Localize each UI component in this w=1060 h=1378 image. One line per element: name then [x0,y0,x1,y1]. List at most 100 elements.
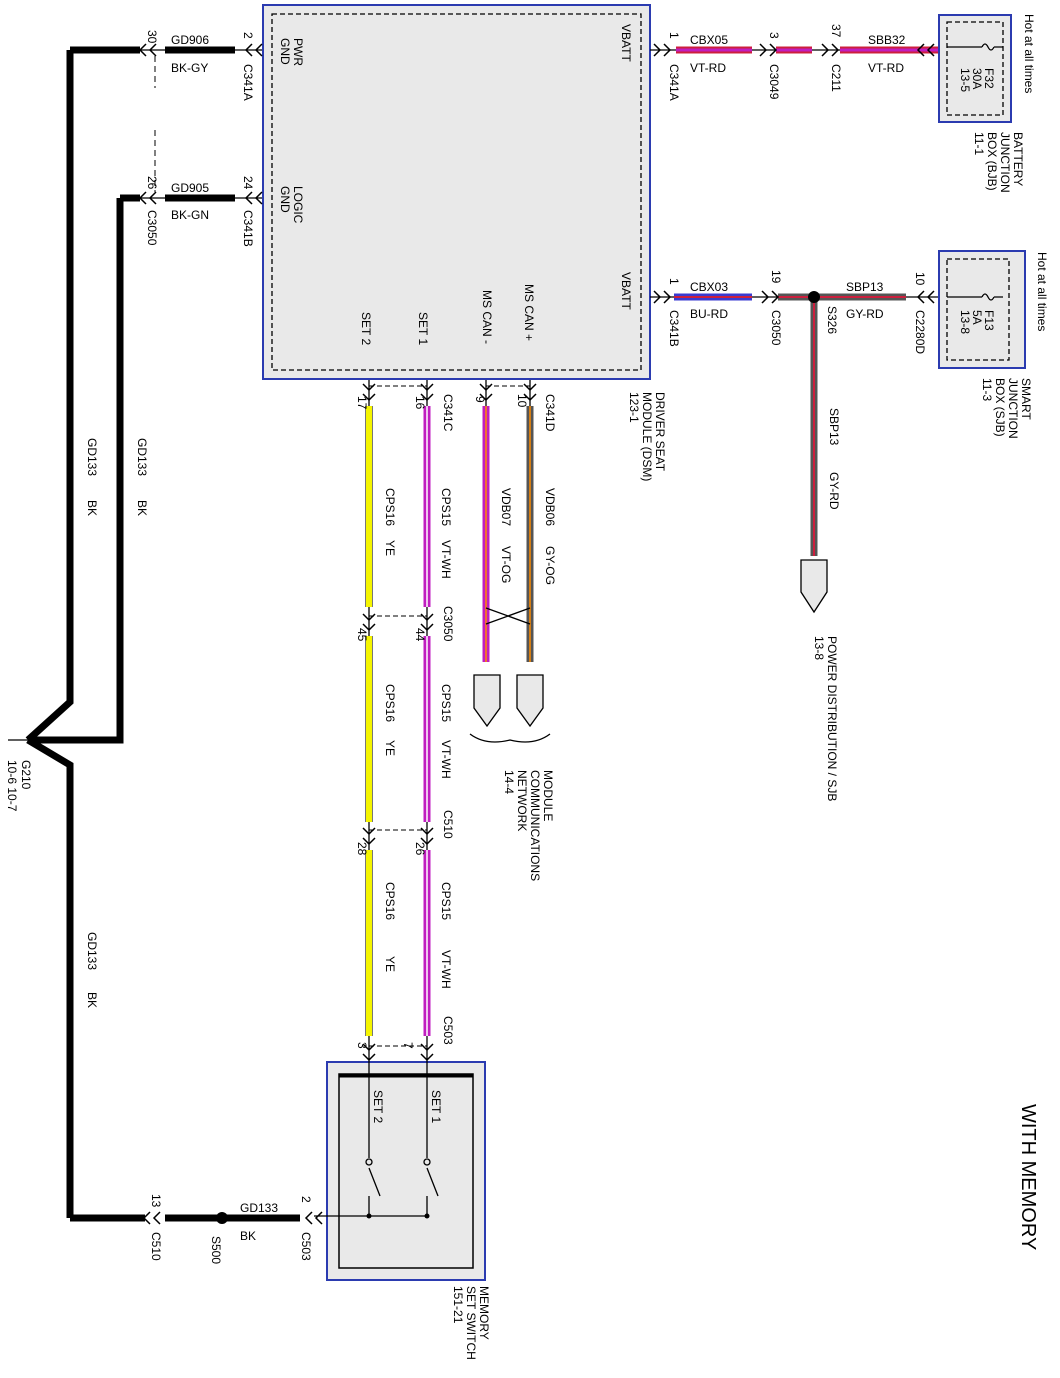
wire-cps16-c: CPS16 [383,882,397,920]
pin-28: 28 [355,842,369,856]
wire-gd133-a: GD133 [85,438,99,476]
sjb-label-2: JUNCTION [1006,378,1020,439]
conn-c341b-right: C341B [667,310,681,347]
wire-sbb32: SBB32 [868,33,906,47]
wire-vdb06: VDB06 [543,488,557,526]
sjb-fuse: F13 [982,310,996,331]
pin-pwr: PWR [291,38,305,66]
signal-wires [365,380,534,1060]
sjb-ref: 13-8 [958,310,972,334]
bjb-label-2: JUNCTION [998,132,1012,193]
pin-26: 26 [145,176,159,190]
pin-1b: 1 [667,278,681,285]
smart-junction-box[interactable] [938,250,1026,369]
wire-sbp13-h: SBP13 [846,280,884,294]
wire-sbp13-v: SBP13 [827,408,841,446]
wire-cps16-b: CPS16 [383,684,397,722]
conn-c211: C211 [829,64,843,92]
bjb-ref: 13-5 [958,68,972,92]
wire-gd133-c-color: BK [85,992,99,1008]
pin-1a: 1 [667,32,681,39]
pin-19: 19 [769,270,783,284]
wire-cps16-c-color: YE [383,956,397,972]
pin-ms-can-plus: MS CAN + [522,284,536,341]
driver-seat-module[interactable] [262,4,651,380]
pin-10-d: 10 [515,394,529,408]
pd-ref-label: POWER DISTRIBUTION / SJB [825,636,839,801]
pin-16: 16 [413,396,427,410]
wire-gd133-c: GD133 [85,932,99,970]
mcn-label-2: COMMUNICATIONS [528,770,542,881]
fuse-f32-icon [947,43,1003,51]
wire-cps16-a: CPS16 [383,488,397,526]
pin-17: 17 [355,396,369,410]
bjb-amps: 30A [970,68,984,89]
conn-s500: S500 [209,1236,223,1264]
pin-set2: SET 2 [359,312,373,345]
battery-junction-box[interactable] [938,14,1012,123]
conn-c341c: C341C [441,394,455,432]
g210-label: G210 [19,760,33,790]
diagram-title: WITH MEMORY [1017,1104,1039,1250]
conn-c2280d: C2280D [913,310,927,354]
conn-c341a: C341A [241,64,255,101]
pin-9: 9 [473,396,487,403]
s500-splice [216,1212,228,1224]
wire-cbx05: CBX05 [690,33,728,47]
mss-set1: SET 1 [429,1090,443,1123]
pin-ms-can-minus: MS CAN - [480,290,494,344]
conn-c510-bottom: C510 [149,1232,163,1261]
pin-logic-gnd: GND [278,186,292,213]
wire-cps15-c: CPS15 [439,882,453,920]
conn-c510-mid: C510 [441,810,455,839]
wire-gd133-b-color: BK [135,500,149,516]
connector-chevrons [138,43,935,1225]
memory-set-switch[interactable] [326,1061,486,1281]
wire-sbb32-color: VT-RD [868,61,904,75]
wire-cps15-b-color: VT-WH [439,740,453,779]
mcn-arrow-left-icon[interactable] [473,674,501,728]
pin-logic: LOGIC [291,186,305,224]
conn-c341a-right: C341A [667,64,681,101]
wire-gd906: GD906 [171,33,209,47]
pin-2a: 2 [241,32,255,39]
conn-c3049: C3049 [767,64,781,100]
switch-contacts [314,1060,439,1217]
wire-sbp13-h-color: GY-RD [846,307,884,321]
mcn-label-3: NETWORK [515,770,529,831]
wire-cps15-a-color: VT-WH [439,540,453,579]
fuse-f13-icon [947,293,1003,301]
pin-13: 13 [149,1194,163,1208]
sjb-label-1: SMART [1019,378,1033,420]
mss-label-2: SET SWITCH [464,1286,478,1360]
sjb-label-4: 11-3 [980,378,994,401]
sjb-label-3: BOX (SJB) [993,378,1007,437]
pin-45: 45 [355,628,369,642]
dsm-label-3: 123-1 [627,392,641,423]
sjb-hot-label: Hot at all times [1035,252,1049,331]
wire-gd133-d: GD133 [240,1201,278,1215]
bjb-label-1: BATTERY [1011,132,1025,186]
wire-cbx03: CBX03 [690,280,728,294]
sjb-amps: 5A [970,310,984,325]
power-distribution-arrow-icon[interactable] [800,559,828,614]
mcn-label-4: 14-4 [502,770,516,794]
wire-gd905-color: BK-GN [171,208,209,222]
pin-30: 30 [145,30,159,44]
wire-cps15-c-color: VT-WH [439,950,453,989]
wire-gd905: GD905 [171,181,209,195]
wire-cbx05-color: VT-RD [690,61,726,75]
power-wires [650,46,938,556]
mss-set2: SET 2 [371,1090,385,1123]
wire-gd133-a-color: BK [85,500,99,516]
wire-vdb06-color: GY-OG [543,546,557,585]
pin-37: 37 [829,24,843,38]
pin-24: 24 [241,176,255,190]
bjb-hot-label: Hot at all times [1022,14,1036,93]
mcn-arrow-right-icon[interactable] [516,674,544,728]
wire-cps15-b: CPS15 [439,684,453,722]
bjb-label-3: BOX (BJB) [985,132,999,191]
wire-gd133-b: GD133 [135,438,149,476]
switch-junction-2 [424,1213,430,1219]
